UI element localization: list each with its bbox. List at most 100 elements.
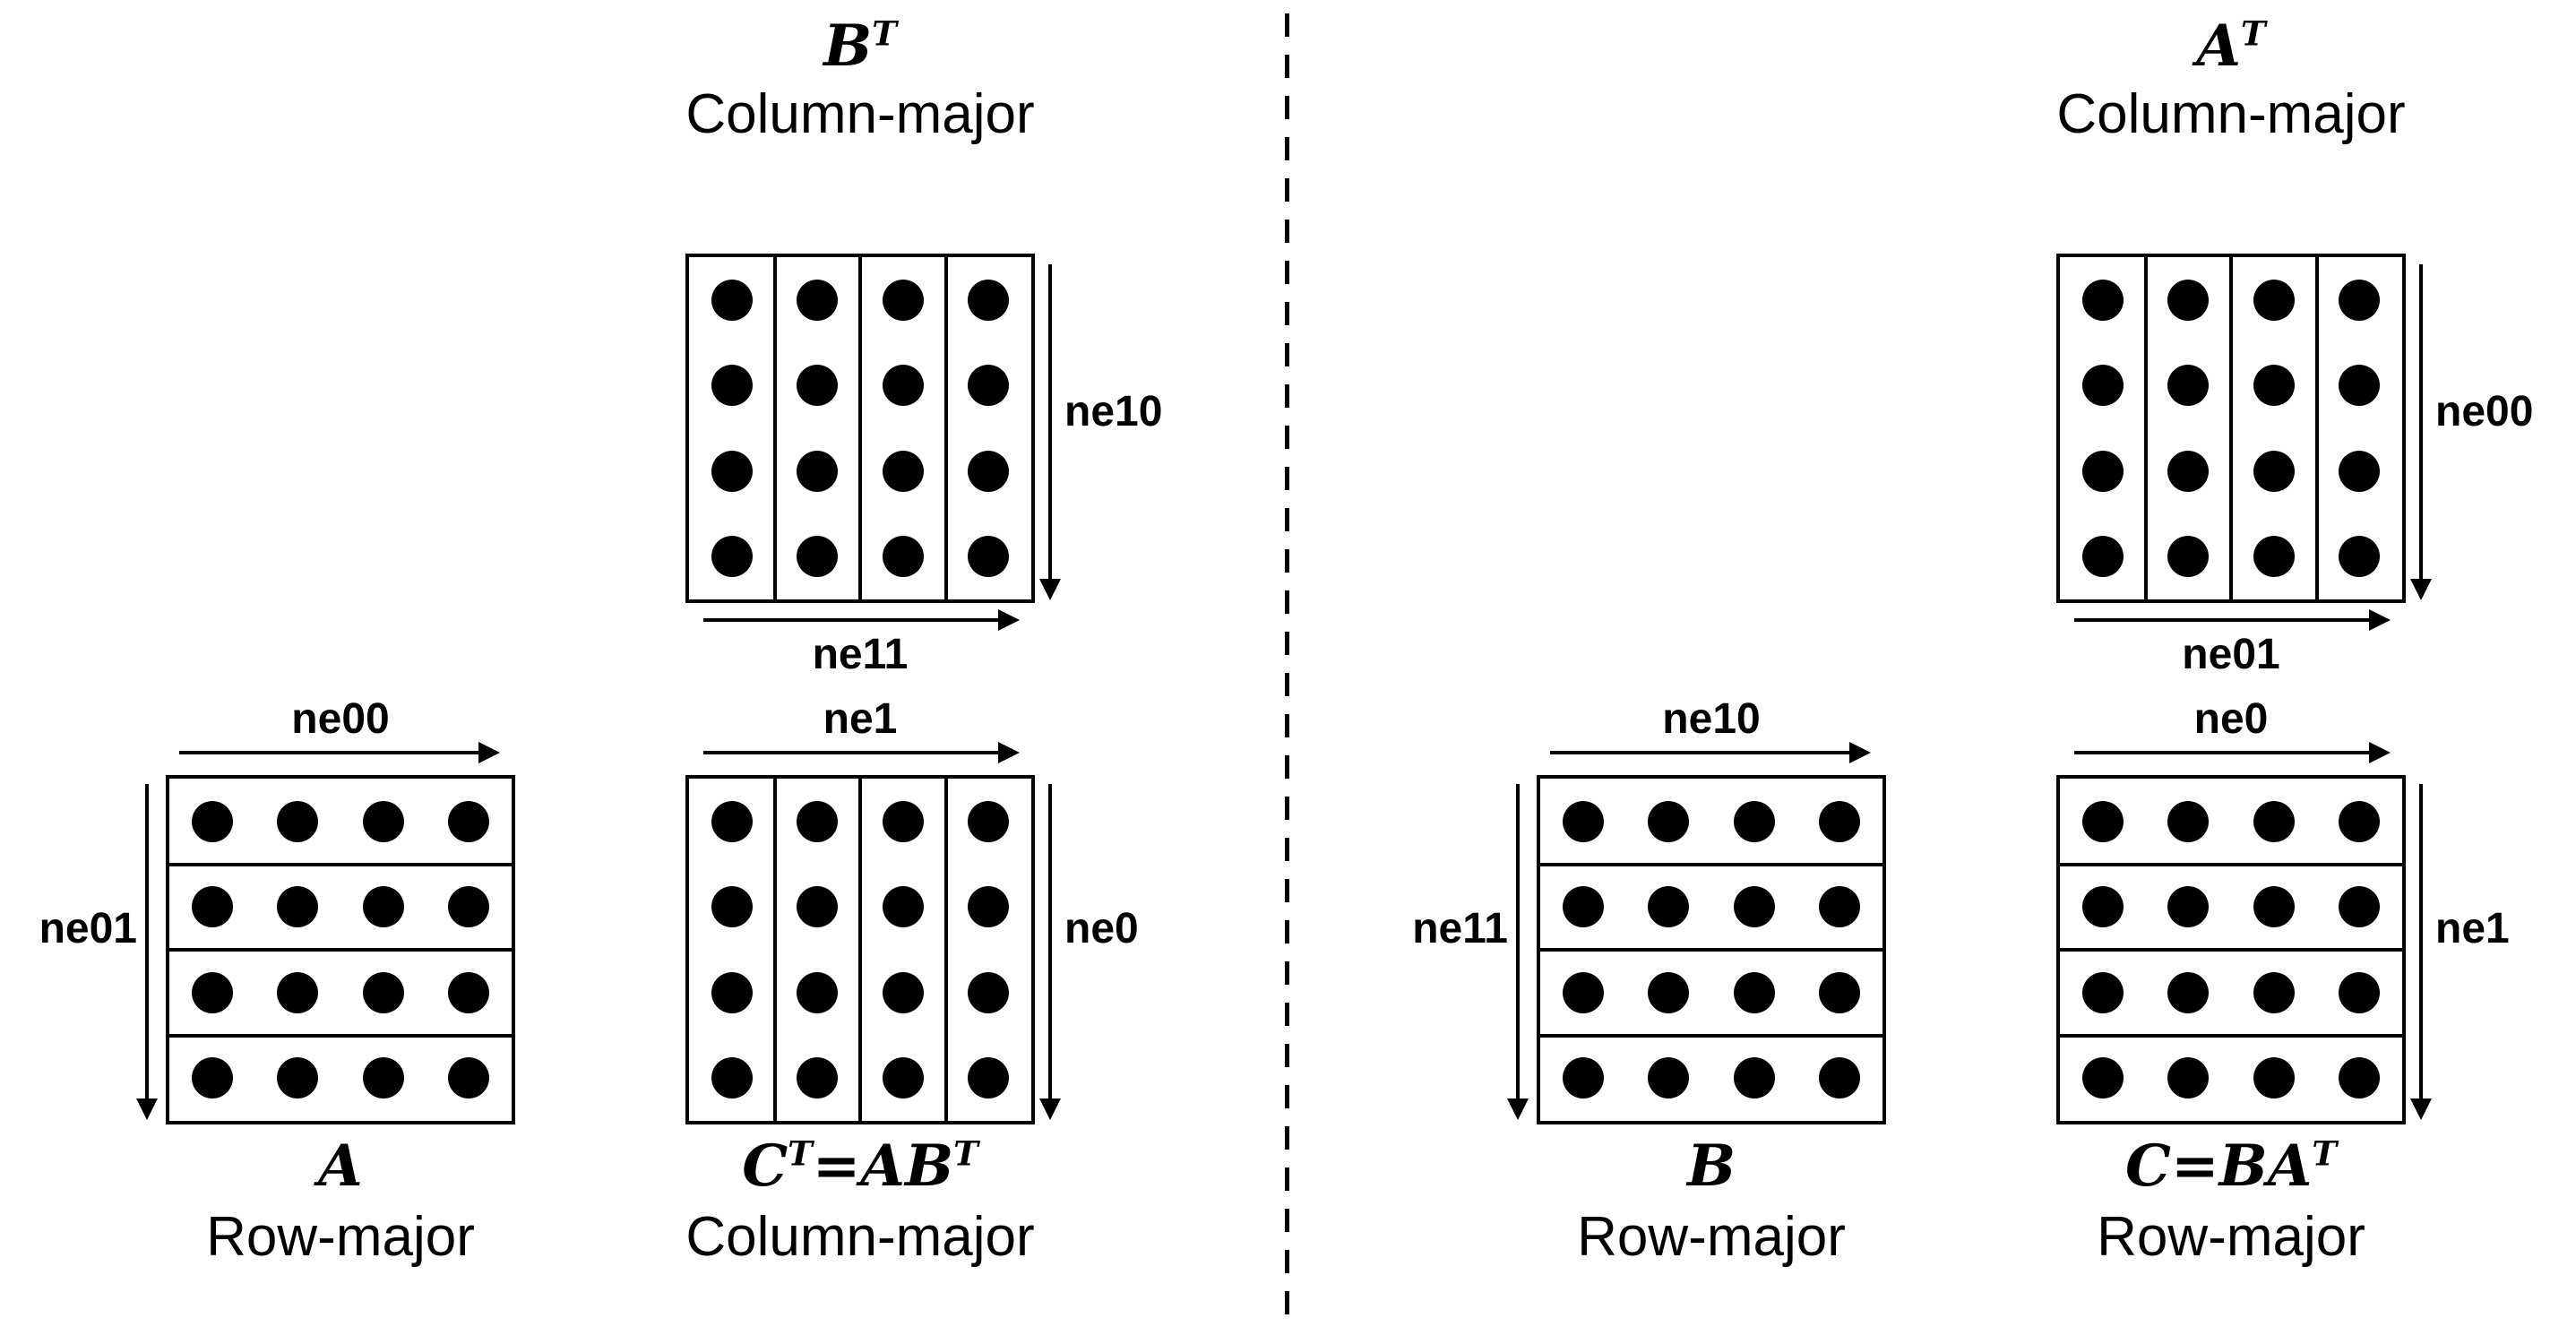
row-divider-line (2060, 948, 2402, 952)
matrix-element-dot (2060, 779, 2146, 865)
matrix-b-transpose-box (685, 254, 1035, 603)
matrix-element-dot (2146, 865, 2232, 951)
matrix-element-dot (2317, 428, 2403, 514)
matrix-element-dot (2060, 514, 2146, 600)
matrix-element-dot (2146, 950, 2232, 1036)
matrix-element-dot (2317, 779, 2403, 865)
right-top-matrix-layout-label: Column-major (2056, 83, 2406, 145)
matrix-element-dot (775, 779, 861, 865)
matrix-element-dot (2146, 257, 2232, 343)
matrix-element-dot (860, 865, 946, 951)
matrix-element-dot (340, 779, 426, 865)
dots-grid (169, 779, 512, 1121)
matrix-element-dot (2231, 343, 2317, 429)
column-divider-line (772, 257, 777, 599)
matrix-element-dot (2231, 865, 2317, 951)
right-ne0-label: ne0 (2193, 695, 2269, 743)
panel-divider (1285, 13, 1289, 1331)
left-ne01-label: ne01 (39, 905, 137, 952)
matrix-element-dot (1540, 950, 1626, 1036)
matrix-element-dot (2231, 950, 2317, 1036)
row-divider-line (1540, 948, 1882, 952)
matrix-element-dot (2146, 514, 2232, 600)
matrix-element-dot (2231, 257, 2317, 343)
left-bottom-right-matrix-title: CT=ABT (742, 1133, 978, 1200)
column-divider-line (2143, 257, 2148, 599)
column-divider-line (858, 257, 862, 599)
matrix-element-dot (1626, 865, 1712, 951)
matrix-element-dot (689, 1036, 775, 1122)
left-ne00-label: ne00 (291, 695, 390, 743)
matrix-element-dot (860, 343, 946, 429)
matrix-element-dot (2060, 1036, 2146, 1122)
matrix-a-box (166, 775, 515, 1124)
left-ne01-arrow (145, 784, 149, 1099)
matrix-element-dot (2060, 257, 2146, 343)
matrix-element-dot (255, 865, 341, 951)
matrix-element-dot (946, 514, 1032, 600)
matrix-element-dot (1711, 1036, 1797, 1122)
dots-grid (2060, 779, 2402, 1121)
matrix-element-dot (775, 1036, 861, 1122)
matrix-element-dot (255, 779, 341, 865)
matrix-element-dot (1797, 865, 1883, 951)
matrix-element-dot (2317, 1036, 2403, 1122)
matrix-element-dot (2146, 779, 2232, 865)
left-ne0-arrow (1048, 784, 1052, 1099)
left-top-matrix-layout-label: Column-major (685, 83, 1035, 145)
matrix-element-dot (2060, 865, 2146, 951)
matrix-element-dot (340, 1036, 426, 1122)
matrix-element-dot (169, 1036, 255, 1122)
matrix-element-dot (860, 1036, 946, 1122)
matrix-element-dot (2317, 514, 2403, 600)
dots-grid (689, 257, 1031, 599)
matrix-element-dot (689, 950, 775, 1036)
matrix-element-dot (2317, 865, 2403, 951)
row-divider-line (169, 1033, 512, 1038)
right-top-matrix-title: AT (2196, 13, 2266, 80)
matrix-element-dot (340, 950, 426, 1036)
matrix-element-dot (2060, 343, 2146, 429)
left-ne11-arrow (703, 618, 999, 622)
right-bottom-right-matrix-layout-label: Row-major (2097, 1206, 2365, 1268)
matrix-element-dot (946, 865, 1032, 951)
dots-grid (2060, 257, 2402, 599)
matrix-element-dot (860, 779, 946, 865)
matrix-element-dot (1797, 779, 1883, 865)
right-ne01-arrow (2074, 618, 2370, 622)
matrix-a-transpose-box (2056, 254, 2406, 603)
matrix-element-dot (689, 343, 775, 429)
matrix-element-dot (775, 343, 861, 429)
matrix-element-dot (169, 779, 255, 865)
dots-grid (689, 779, 1031, 1121)
matrix-element-dot (946, 1036, 1032, 1122)
left-ne10-label: ne10 (1064, 388, 1163, 435)
matrix-element-dot (946, 779, 1032, 865)
left-bottom-left-matrix-title: A (318, 1133, 363, 1200)
matrix-element-dot (2060, 950, 2146, 1036)
matrix-element-dot (1797, 950, 1883, 1036)
matrix-element-dot (426, 779, 513, 865)
matrix-element-dot (860, 950, 946, 1036)
right-ne0-arrow (2074, 751, 2370, 754)
matrix-element-dot (2146, 1036, 2232, 1122)
matrix-element-dot (1540, 865, 1626, 951)
matrix-element-dot (1711, 779, 1797, 865)
left-bottom-left-matrix-layout-label: Row-major (206, 1206, 475, 1268)
matrix-element-dot (1711, 865, 1797, 951)
matrix-element-dot (2146, 343, 2232, 429)
matrix-element-dot (426, 950, 513, 1036)
row-divider-line (2060, 1033, 2402, 1038)
matrix-element-dot (2060, 428, 2146, 514)
dots-grid (1540, 779, 1882, 1121)
matrix-c-transpose-box (685, 775, 1035, 1124)
right-ne10-arrow (1550, 751, 1850, 754)
column-divider-line (858, 779, 862, 1121)
column-divider-line (943, 257, 948, 599)
left-ne1-label: ne1 (823, 695, 898, 743)
right-ne11-label: ne11 (1412, 905, 1508, 952)
matrix-element-dot (340, 865, 426, 951)
matrix-element-dot (689, 865, 775, 951)
right-ne1-arrow (2419, 784, 2423, 1099)
